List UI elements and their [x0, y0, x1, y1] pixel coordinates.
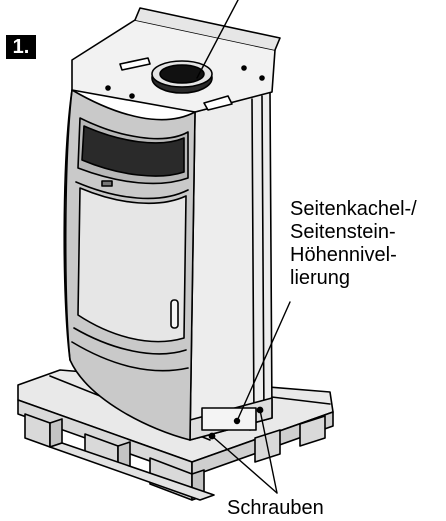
side-tile-leveling-label: Seitenkachel-/ Seitenstein- Höhennivel- … [290, 198, 417, 290]
step-number-badge: 1. [6, 35, 36, 59]
side-label-line-1: Seitenkachel-/ [290, 198, 417, 220]
flue-leader-line [196, 0, 239, 79]
leveling-leader-line [236, 301, 291, 422]
screw-leader-line-left [211, 435, 278, 494]
screw-right [256, 406, 264, 414]
leveling-point [233, 417, 241, 425]
stove-front [63, 89, 196, 441]
side-label-line-3: Höhennivel- [290, 244, 397, 266]
callout-leaders [196, 0, 291, 494]
stove-top [71, 7, 281, 113]
side-label-line-2: Seitenstein- [290, 221, 396, 243]
fixing-points [208, 406, 264, 440]
screws-label: Schrauben [227, 497, 324, 519]
screw-left [208, 432, 216, 440]
stove-side [189, 91, 273, 441]
side-label-line-4: lierung [290, 267, 351, 289]
screw-leader-line-right [259, 409, 278, 494]
